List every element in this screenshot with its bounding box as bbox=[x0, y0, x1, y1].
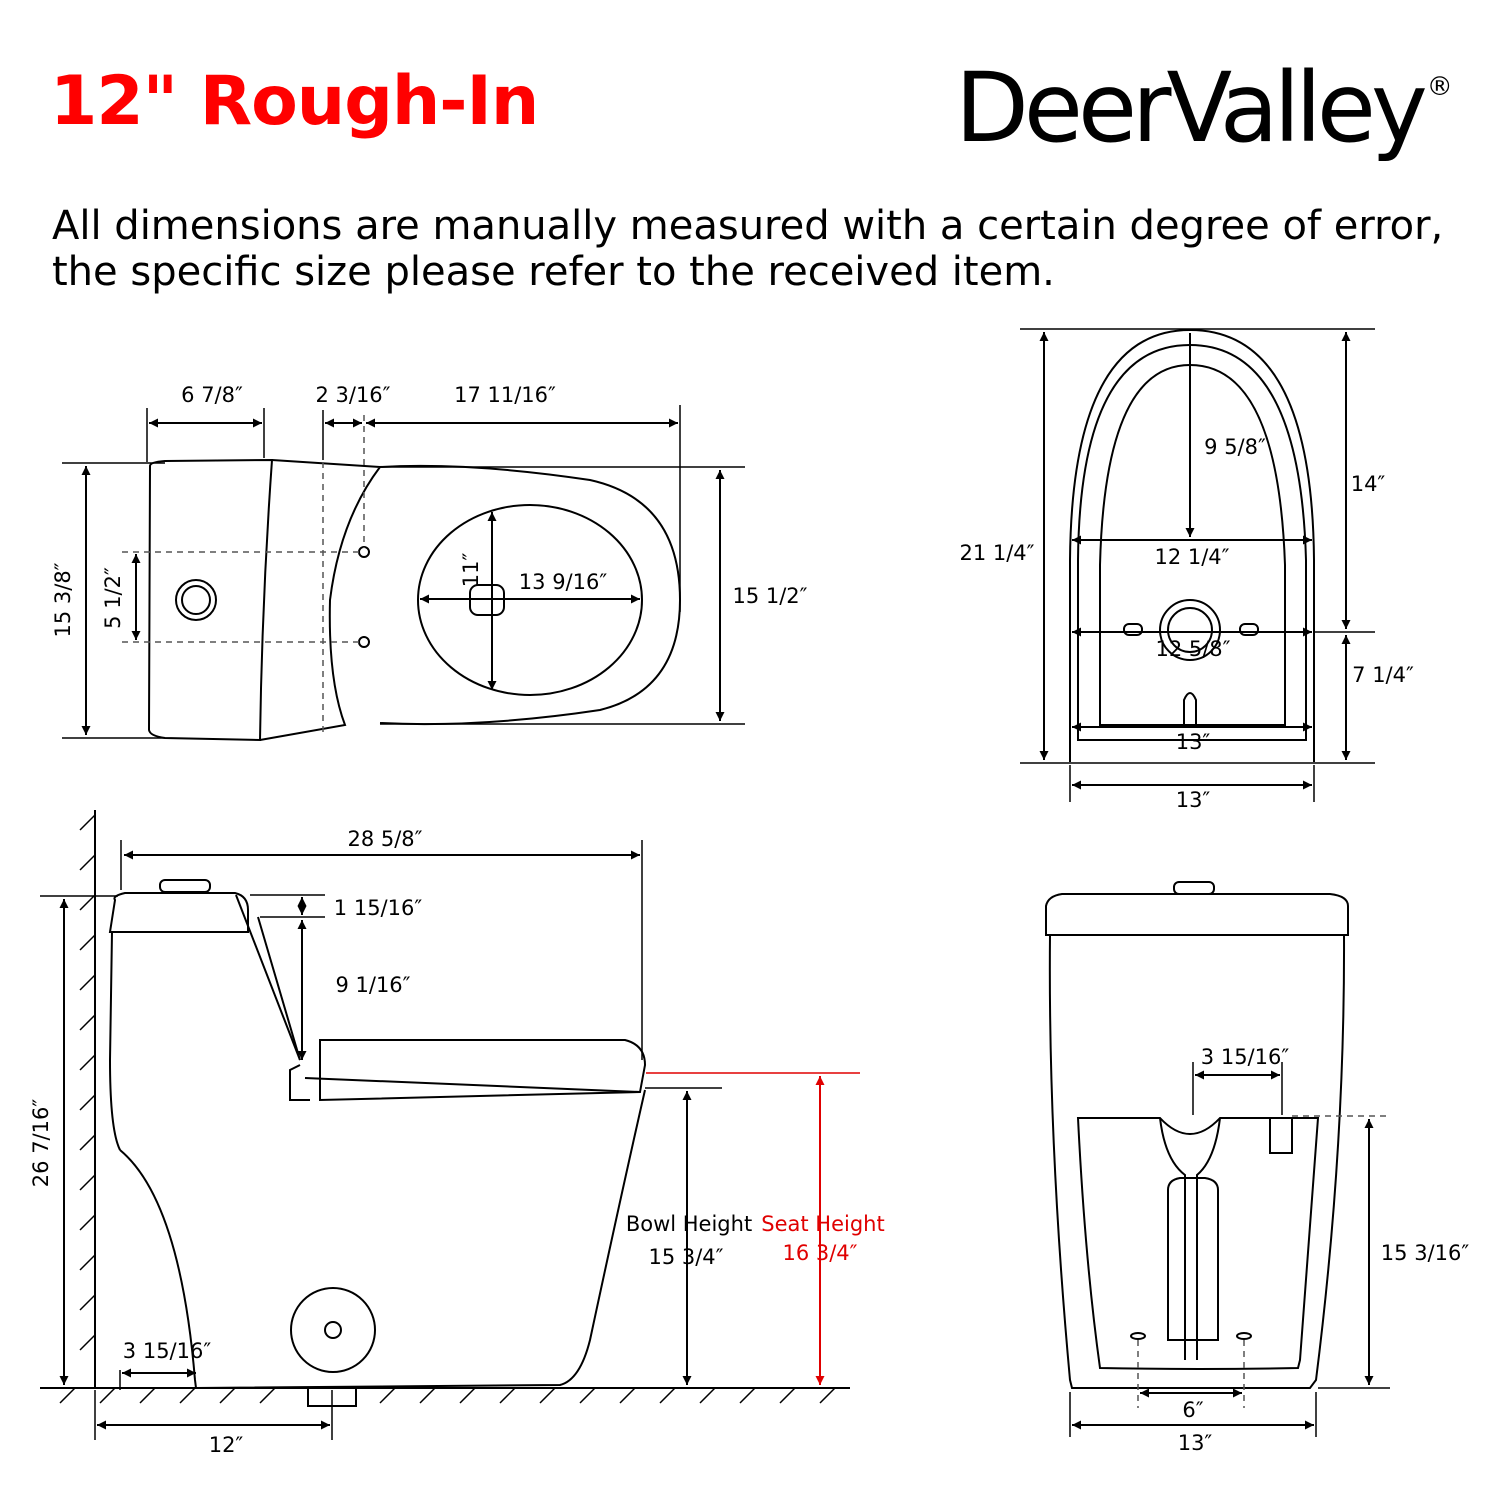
registered-mark: ® bbox=[1426, 72, 1453, 102]
rear-view bbox=[1045, 881, 1390, 1437]
side-view bbox=[40, 810, 860, 1440]
top-view-labels: 6 7/8″ 2 3/16″ 17 11/16″ 15 3/8″ 5 1/2″ … bbox=[51, 383, 808, 638]
top-view-extension-lines bbox=[62, 405, 745, 739]
dim-bowl-opening-width: 13 9/16″ bbox=[519, 570, 608, 594]
dim-overall-length: 21 1/4″ bbox=[959, 541, 1034, 565]
top-view bbox=[62, 405, 745, 742]
dim-rear-section: 7 1/4″ bbox=[1352, 663, 1414, 687]
dim-rough-in: 12″ bbox=[209, 1433, 244, 1457]
dim-bowl-width: 15 1/2″ bbox=[732, 584, 807, 608]
dim-side-overall-length: 28 5/8″ bbox=[347, 827, 422, 851]
rear-view-hidden-lines bbox=[1137, 1115, 1390, 1408]
dim-base-width: 13″ bbox=[1176, 788, 1211, 812]
dim-bowl-opening-length: 11″ bbox=[459, 553, 483, 588]
bottom-view bbox=[1020, 328, 1375, 802]
bottom-view-labels: 9 5/8″ 21 1/4″ 14″ 12 1/4″ 12 5/8″ 7 1/4… bbox=[959, 435, 1414, 812]
dim-lid-thickness: 1 15/16″ bbox=[334, 896, 423, 920]
dim-mid-width: 12 1/4″ bbox=[1154, 545, 1229, 569]
side-view-outline bbox=[108, 879, 647, 1407]
page-title: 12" Rough-In bbox=[50, 62, 539, 141]
top-view-hidden-lines bbox=[122, 415, 365, 735]
dim-tank-above-seat: 9 1/16″ bbox=[335, 973, 410, 997]
rear-view-labels: 3 15/16″ 15 3/16″ 6″ 13″ bbox=[1178, 1045, 1470, 1455]
dim-front-section: 14″ bbox=[1351, 472, 1386, 496]
seat-height-label: Seat Height bbox=[761, 1212, 884, 1236]
disclaimer-text: All dimensions are manually measured wit… bbox=[52, 203, 1444, 295]
dim-bowl-length: 17 11/16″ bbox=[454, 383, 556, 407]
side-view-labels: 28 5/8″ 1 15/16″ 9 1/16″ 26 7/16″ Bowl H… bbox=[29, 827, 885, 1457]
seat-height-lines bbox=[646, 1072, 860, 1385]
wall bbox=[79, 810, 96, 1388]
flush-button bbox=[175, 579, 217, 621]
dim-rear-bolt-spacing: 6″ bbox=[1182, 1398, 1203, 1422]
dim-outlet-width: 12 5/8″ bbox=[1155, 637, 1230, 661]
floor bbox=[40, 1387, 850, 1404]
bowl-height-label: Bowl Height bbox=[626, 1212, 752, 1236]
brand-name: DeerValley bbox=[955, 52, 1428, 164]
dim-trap-offset: 3 15/16″ bbox=[1201, 1045, 1290, 1069]
dim-wall-gap: 3 15/16″ bbox=[123, 1339, 212, 1363]
brand-logo: DeerValley® bbox=[955, 60, 1453, 156]
dim-bolt-spacing: 5 1/2″ bbox=[101, 567, 125, 629]
dim-seat-height: 16 3/4″ bbox=[782, 1241, 857, 1265]
dim-total-height: 26 7/16″ bbox=[29, 1099, 53, 1188]
dim-overall-depth: 15 3/8″ bbox=[51, 562, 75, 637]
dim-gap: 2 3/16″ bbox=[315, 383, 390, 407]
bottom-view-extension-lines bbox=[1020, 328, 1375, 802]
dim-rear-base-width: 13″ bbox=[1178, 1431, 1213, 1455]
rear-view-extension-lines bbox=[1069, 1062, 1390, 1437]
side-view-extension-lines bbox=[40, 840, 722, 1440]
dim-inner-base-width: 13″ bbox=[1176, 730, 1211, 754]
bowl-opening bbox=[417, 504, 643, 696]
dim-tank-width: 6 7/8″ bbox=[181, 383, 243, 407]
trapway-access bbox=[290, 1287, 376, 1373]
dim-to-outlet: 9 5/8″ bbox=[1204, 435, 1266, 459]
rear-view-outline bbox=[1045, 881, 1349, 1389]
dim-trap-height: 15 3/16″ bbox=[1381, 1241, 1470, 1265]
dim-bowl-height: 15 3/4″ bbox=[648, 1245, 723, 1269]
